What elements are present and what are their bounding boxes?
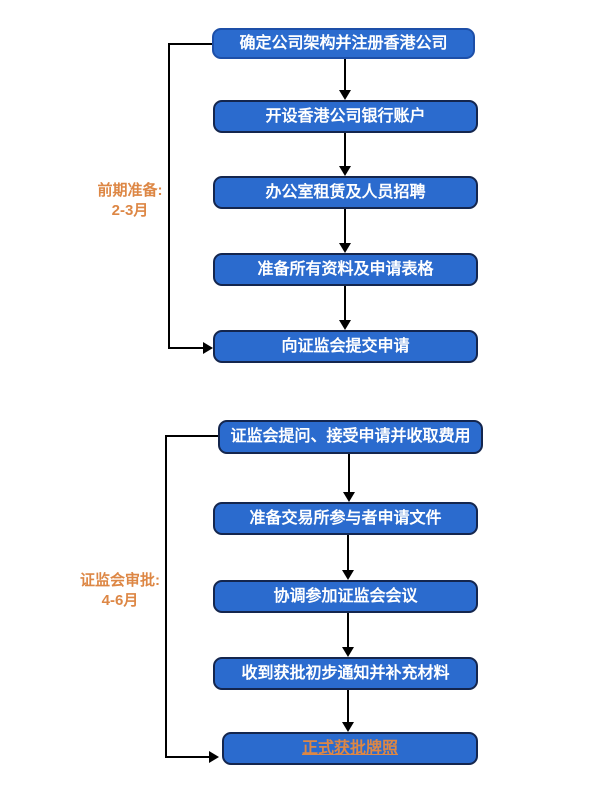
step-sfc-inquiry-accept-fees: 证监会提问、接受申请并收取费用 bbox=[218, 420, 483, 454]
arrow-down-icon bbox=[339, 59, 351, 100]
phase2-label-text: 证监会审批: bbox=[80, 572, 160, 589]
step-prepare-application-materials: 准备所有资料及申请表格 bbox=[213, 253, 478, 286]
phase2-connector-top bbox=[165, 435, 218, 437]
arrow-right-icon bbox=[209, 751, 219, 763]
phase1-label-text: 前期准备: bbox=[97, 182, 163, 199]
step-coordinate-sfc-meeting: 协调参加证监会会议 bbox=[213, 580, 478, 613]
phase1-connector-bottom bbox=[168, 347, 204, 349]
arrow-down-icon bbox=[339, 209, 351, 253]
arrow-right-icon bbox=[203, 342, 213, 354]
phase1-label: 前期准备: 2-3月 bbox=[60, 181, 200, 220]
arrow-down-icon bbox=[342, 535, 354, 580]
step-preliminary-approval-supplement: 收到获批初步通知并补充材料 bbox=[213, 657, 478, 690]
step-register-hk-company: 确定公司架构并注册香港公司 bbox=[212, 28, 475, 59]
phase1-connector-top bbox=[168, 43, 212, 45]
phase2-connector-vertical bbox=[165, 435, 167, 758]
arrow-down-icon bbox=[342, 613, 354, 657]
arrow-down-icon bbox=[343, 454, 355, 502]
step-submit-to-sfc: 向证监会提交申请 bbox=[213, 330, 478, 363]
arrow-down-icon bbox=[339, 133, 351, 176]
phase1-duration: 2-3月 bbox=[111, 201, 149, 219]
phase1-connector-vertical bbox=[168, 43, 170, 349]
step-prepare-exchange-participant-docs: 准备交易所参与者申请文件 bbox=[213, 502, 478, 535]
license-granted-link[interactable]: 正式获批牌照 bbox=[301, 739, 398, 757]
phase2-duration: 4-6月 bbox=[101, 591, 139, 609]
step-office-rental-recruitment: 办公室租赁及人员招聘 bbox=[213, 176, 478, 209]
phase2-connector-bottom bbox=[165, 756, 210, 758]
step-open-bank-account: 开设香港公司银行账户 bbox=[213, 100, 478, 133]
arrow-down-icon bbox=[339, 286, 351, 330]
arrow-down-icon bbox=[342, 690, 354, 732]
step-license-granted: 正式获批牌照 bbox=[222, 732, 478, 765]
phase2-label: 证监会审批: 4-6月 bbox=[50, 571, 190, 610]
